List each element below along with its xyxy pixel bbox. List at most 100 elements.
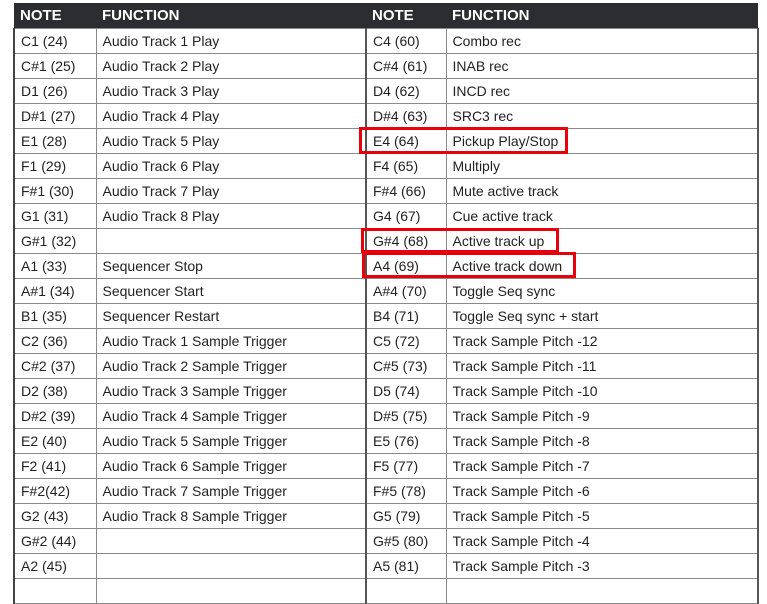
note-cell: A#1 (34)	[13, 278, 97, 304]
note-cell: B4 (71)	[365, 303, 447, 329]
function-cell: Audio Track 1 Play	[95, 28, 367, 54]
function-cell: INCD rec	[445, 78, 759, 104]
function-cell: Audio Track 3 Play	[95, 78, 367, 104]
note-cell: E4 (64)	[365, 128, 447, 154]
note-cell: D2 (38)	[13, 378, 97, 404]
note-cell: C#1 (25)	[13, 53, 97, 79]
note-cell: D#2 (39)	[13, 403, 97, 429]
note-cell: D5 (74)	[365, 378, 447, 404]
function-cell: Active track up	[445, 228, 759, 254]
function-cell	[95, 553, 367, 579]
function-cell: Audio Track 4 Play	[95, 103, 367, 129]
header-function-1: FUNCTION	[96, 3, 366, 29]
header-function-2: FUNCTION	[446, 3, 758, 29]
function-cell: Toggle Seq sync	[445, 278, 759, 304]
note-cell: G#4 (68)	[365, 228, 447, 254]
note-cell: A2 (45)	[13, 553, 97, 579]
note-cell: G#5 (80)	[365, 528, 447, 554]
note-cell: E2 (40)	[13, 428, 97, 454]
function-cell: Track Sample Pitch -10	[445, 378, 759, 404]
function-cell: Track Sample Pitch -3	[445, 553, 759, 579]
empty-cell	[445, 578, 759, 604]
note-cell: G4 (67)	[365, 203, 447, 229]
function-cell: Sequencer Stop	[95, 253, 367, 279]
function-cell: Cue active track	[445, 203, 759, 229]
note-cell: D#5 (75)	[365, 403, 447, 429]
table-row: A2 (45)A5 (81)Track Sample Pitch -3	[13, 553, 759, 579]
note-cell: C4 (60)	[365, 28, 447, 54]
function-cell: Track Sample Pitch -4	[445, 528, 759, 554]
function-cell: Sequencer Start	[95, 278, 367, 304]
note-cell: G2 (43)	[13, 503, 97, 529]
note-cell: C#2 (37)	[13, 353, 97, 379]
function-cell: Track Sample Pitch -6	[445, 478, 759, 504]
note-cell: G5 (79)	[365, 503, 447, 529]
header-note-2: NOTE	[366, 3, 446, 29]
note-cell: E1 (28)	[13, 128, 97, 154]
note-cell: A4 (69)	[365, 253, 447, 279]
table-row-partial	[13, 578, 759, 604]
function-cell: Track Sample Pitch -7	[445, 453, 759, 479]
function-cell: Track Sample Pitch -11	[445, 353, 759, 379]
function-cell: Mute active track	[445, 178, 759, 204]
function-cell: Combo rec	[445, 28, 759, 54]
note-cell: E5 (76)	[365, 428, 447, 454]
function-cell: Audio Track 2 Play	[95, 53, 367, 79]
function-cell: Pickup Play/Stop	[445, 128, 759, 154]
function-cell: Sequencer Restart	[95, 303, 367, 329]
table-row: G#2 (44) G#5 (80)Track Sample Pitch -4	[13, 528, 759, 554]
note-cell: C#5 (73)	[365, 353, 447, 379]
function-cell: Track Sample Pitch -9	[445, 403, 759, 429]
note-cell: C2 (36)	[13, 328, 97, 354]
note-cell: C#4 (61)	[365, 53, 447, 79]
note-cell: F2 (41)	[13, 453, 97, 479]
note-cell: F#5 (78)	[365, 478, 447, 504]
note-cell: F4 (65)	[365, 153, 447, 179]
function-cell: Track Sample Pitch -8	[445, 428, 759, 454]
note-cell: A#4 (70)	[365, 278, 447, 304]
note-cell: G#1 (32)	[13, 228, 97, 254]
function-cell: Track Sample Pitch -5	[445, 503, 759, 529]
function-cell: Audio Track 4 Sample Trigger	[95, 403, 367, 429]
note-cell: F1 (29)	[13, 153, 97, 179]
header-note-1: NOTE	[14, 3, 96, 29]
function-cell	[95, 528, 367, 554]
function-cell: Audio Track 2 Sample Trigger	[95, 353, 367, 379]
note-cell: F#1 (30)	[13, 178, 97, 204]
function-cell: Audio Track 1 Sample Trigger	[95, 328, 367, 354]
function-cell: Audio Track 5 Play	[95, 128, 367, 154]
note-cell: D#1 (27)	[13, 103, 97, 129]
table-header: NOTE FUNCTION NOTE FUNCTION	[14, 3, 758, 29]
midi-note-function-table: NOTE FUNCTION NOTE FUNCTION C1 (24)Audio…	[13, 3, 759, 604]
note-cell: F#4 (66)	[365, 178, 447, 204]
function-cell: Audio Track 7 Sample Trigger	[95, 478, 367, 504]
note-cell: D1 (26)	[13, 78, 97, 104]
note-cell: C5 (72)	[365, 328, 447, 354]
empty-cell	[365, 578, 447, 604]
note-cell: F5 (77)	[365, 453, 447, 479]
function-cell: Audio Track 5 Sample Trigger	[95, 428, 367, 454]
note-cell: D#4 (63)	[365, 103, 447, 129]
function-cell: Audio Track 3 Sample Trigger	[95, 378, 367, 404]
function-cell: Multiply	[445, 153, 759, 179]
function-cell: SRC3 rec	[445, 103, 759, 129]
function-cell: Audio Track 6 Sample Trigger	[95, 453, 367, 479]
function-cell: Track Sample Pitch -12	[445, 328, 759, 354]
note-cell: G1 (31)	[13, 203, 97, 229]
note-cell: B1 (35)	[13, 303, 97, 329]
function-cell: Active track down	[445, 253, 759, 279]
note-cell: G#2 (44)	[13, 528, 97, 554]
function-cell	[95, 228, 367, 254]
